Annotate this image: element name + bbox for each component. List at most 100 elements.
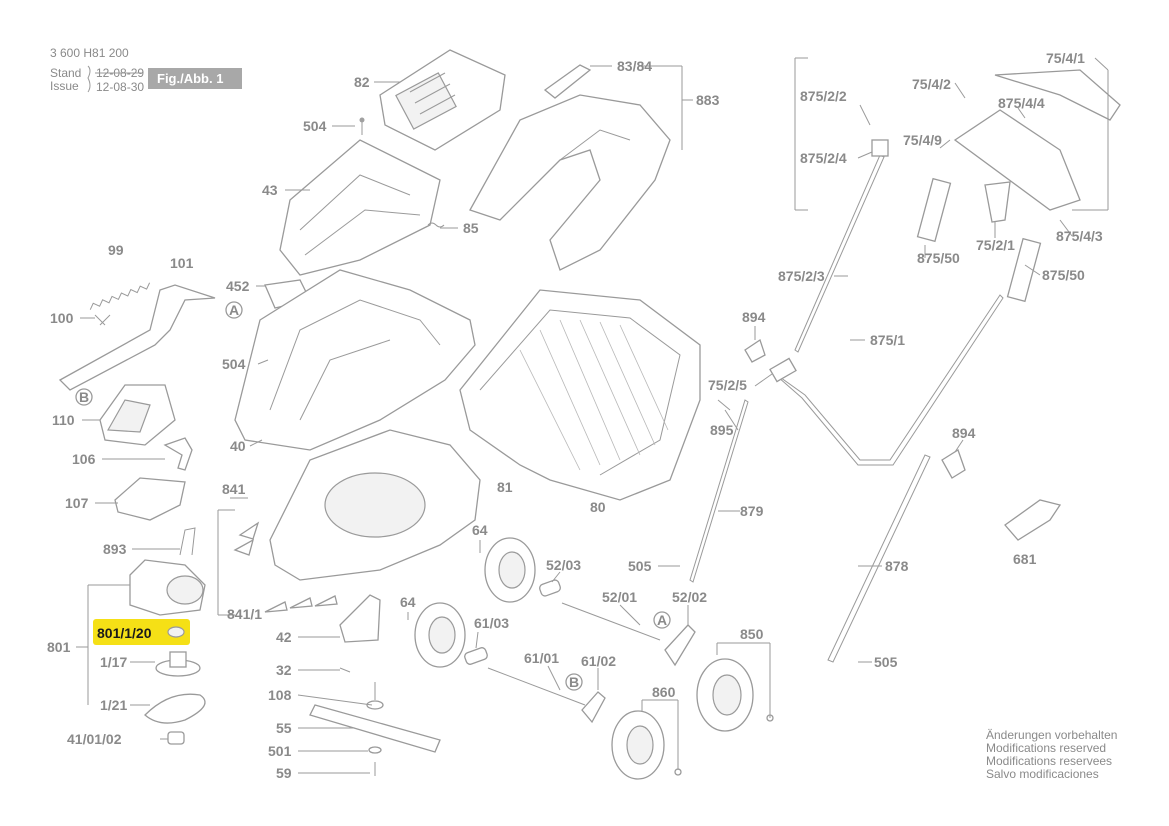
label-801: 801 <box>47 639 71 655</box>
part-85-spring <box>427 222 445 228</box>
label-107: 107 <box>65 495 89 511</box>
part-40-lower-housing <box>234 269 476 451</box>
part-61-03-bushing <box>464 647 488 665</box>
part-43-housing <box>279 139 441 276</box>
callout-a-2 <box>653 611 671 629</box>
part-82-keypad <box>395 72 457 130</box>
label-75-4-9: 75/4/9 <box>903 132 942 148</box>
label-875-4-3: 875/4/3 <box>1056 228 1103 244</box>
part-875-50-tube-2 <box>1006 237 1042 303</box>
stand-label: Stand <box>50 66 81 80</box>
label-52-02: 52/02 <box>672 589 707 605</box>
label-85: 85 <box>463 220 479 236</box>
label-883: 883 <box>696 92 720 108</box>
label-61-01: 61/01 <box>524 650 559 666</box>
part-61-01-axle <box>487 667 586 706</box>
part-8384-grip <box>543 64 592 99</box>
callout-a-2-text: A <box>657 612 667 628</box>
label-106: 106 <box>72 451 96 467</box>
label-110: 110 <box>52 412 75 428</box>
callouts: A B A B <box>75 301 671 691</box>
label-101: 101 <box>170 255 194 271</box>
label-875-2-4: 875/2/4 <box>800 150 847 166</box>
label-895: 895 <box>710 422 734 438</box>
figure-label: Fig./Abb. 1 <box>157 71 223 86</box>
part-875-50-tube <box>916 177 952 243</box>
header-block: 3 600 H81 200 Stand Issue 12-08-29 12-08… <box>50 46 242 94</box>
highlight-801-1-20 <box>93 619 190 645</box>
leader-lines <box>76 57 1109 774</box>
callout-a-1 <box>225 301 243 319</box>
part-875-1-upper-handle <box>769 294 1004 466</box>
label-52-03: 52/03 <box>546 557 581 573</box>
part-894-knob-2 <box>941 449 966 479</box>
label-82: 82 <box>354 74 370 90</box>
label-32: 32 <box>276 662 292 678</box>
part-108-washer <box>366 700 384 710</box>
figure-label-box <box>148 68 242 89</box>
part-875-4-4-bar <box>953 109 1081 211</box>
label-55: 55 <box>276 720 292 736</box>
label-52-01: 52/01 <box>602 589 637 605</box>
label-75-2-1: 75/2/1 <box>976 237 1015 253</box>
part-875-2-3-cable <box>794 154 885 353</box>
label-878: 878 <box>885 558 909 574</box>
label-875-50-right: 875/50 <box>1042 267 1085 283</box>
label-505-left: 505 <box>628 558 652 574</box>
part-wheel-front-left <box>414 602 466 668</box>
label-83-84: 83/84 <box>617 58 652 74</box>
header-brace <box>87 65 91 93</box>
label-501: 501 <box>268 743 292 759</box>
part-801-motor-cap <box>166 575 204 605</box>
label-100: 100 <box>50 310 74 326</box>
part-40-detail <box>269 299 441 421</box>
part-52-01-axle <box>561 602 661 641</box>
part-52-02-lever <box>664 624 696 667</box>
part-43-detail <box>299 174 421 256</box>
callout-b-2-text: B <box>569 674 579 690</box>
part-1-21-fan-ring <box>144 693 206 724</box>
part-883-lid <box>469 94 671 271</box>
part-895-pin <box>717 399 731 411</box>
part-841-flaps <box>233 521 260 556</box>
part-107-box <box>114 477 186 521</box>
modification-notes: Änderungen vorbehalten Modifications res… <box>986 728 1117 781</box>
label-108: 108 <box>268 687 292 703</box>
callout-a-1-text: A <box>229 302 239 318</box>
note-en: Modifications reserved <box>986 741 1106 755</box>
callout-b-1 <box>75 388 93 406</box>
part-801-1-20-bearing-top <box>167 626 185 638</box>
note-fr: Modifications reservees <box>986 754 1112 768</box>
part-841-1-fins <box>264 595 338 613</box>
part-878-lower-handle <box>827 454 931 663</box>
part-504-screw-head <box>359 117 365 123</box>
part-883-detail <box>559 129 631 161</box>
label-75-2-5: 75/2/5 <box>708 377 747 393</box>
label-81: 81 <box>497 479 513 495</box>
label-64-top: 64 <box>472 522 488 538</box>
label-75-4-2: 75/4/2 <box>912 76 951 92</box>
part-81-deck-bowl <box>324 472 426 538</box>
part-894-knob <box>744 338 766 363</box>
label-452: 452 <box>226 278 250 294</box>
label-681: 681 <box>1013 551 1037 567</box>
part-501-washer <box>368 746 382 754</box>
callout-b-2 <box>565 673 583 691</box>
part-99-spring <box>89 282 151 310</box>
issue-label: Issue <box>50 79 79 93</box>
part-wheel-rear-left <box>484 537 536 603</box>
label-875-50-left: 875/50 <box>917 250 960 266</box>
part-893-bracket <box>179 527 196 556</box>
part-75-4-1-bar <box>994 69 1121 121</box>
part-61-02-lever <box>581 691 606 724</box>
part-75-2-5-clamp <box>769 357 797 383</box>
part-106-switch <box>163 437 193 471</box>
label-875-2-3: 875/2/3 <box>778 268 825 284</box>
note-es: Salvo modificaciones <box>986 767 1099 781</box>
label-40: 40 <box>230 438 246 454</box>
label-801-1-20: 801/1/20 <box>97 625 152 641</box>
part-75-2-1-cone <box>984 181 1011 223</box>
issue-date: 12-08-30 <box>96 80 144 94</box>
part-55-blade <box>309 704 441 753</box>
label-841: 841 <box>222 481 246 497</box>
